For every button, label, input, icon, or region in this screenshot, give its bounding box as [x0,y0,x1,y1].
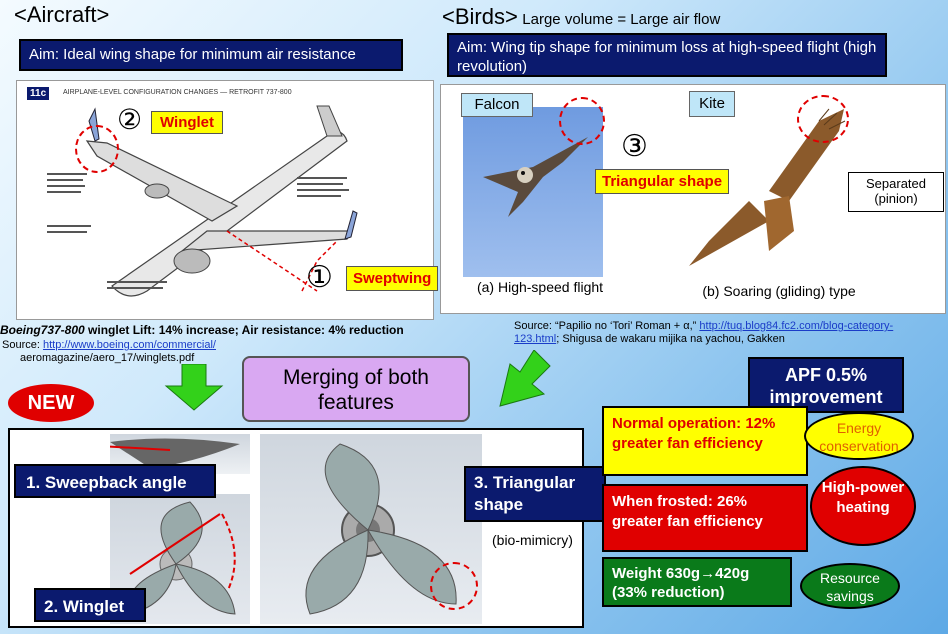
weight-box: Weight 630g→420g (33% reduction) [602,557,792,607]
falcon-tab: Falcon [461,93,533,117]
fan-tip-circle [430,562,478,610]
fan-label-triangular: 3. Triangular shape [464,466,606,522]
fan-label-sweepback: 1. Sweepback angle [14,464,216,498]
kite-caption: (b) Soaring (gliding) type [681,283,877,299]
birds-source-rest: ; Shigusa de wakaru mijika na yachou, Ga… [556,333,785,345]
aircraft-stats: winglet Lift: 14% increase; Air resistan… [84,323,404,337]
figure-title: AIRPLANE-LEVEL CONFIGURATION CHANGES — R… [63,89,292,96]
sweptwing-label: Sweptwing [346,266,439,291]
winglet-number: ② [117,104,143,135]
aircraft-source-link[interactable]: http://www.boeing.com/commercial/ [42,339,216,351]
falcon-illustration [483,137,588,217]
birds-subheading: Large volume = Large air flow [522,11,721,28]
birds-source: Source: “Papilio no ‘Tori’ Roman + α,” h… [514,320,914,346]
biomimicry-label: (bio-mimicry) [492,532,573,548]
triangular-number: ③ [621,130,648,163]
fan-blade-top [99,438,240,468]
aircraft-source-line2: aeromagazine/aero_17/winglets.pdf [20,352,195,364]
sweptwing-number: ① [306,261,333,294]
aircraft-source-prefix: Source: [2,339,43,351]
birds-heading: <Birds> [442,4,518,29]
triangular-label: Triangular shape [595,169,730,194]
aircraft-model: Boeing737-800 [0,323,85,337]
right-down-arrow [499,350,551,407]
fan-panel: 1. Sweepback angle 2. Winglet 3. Triangu… [8,428,606,628]
winglet-label: Winglet [151,111,224,134]
winglet-highlight-circle [75,125,119,173]
fan-large-illustration [305,443,457,615]
apf-box: APF 0.5% improvement [748,357,904,413]
separated-label: Separated (pinion) [848,172,944,212]
airplane-figure: 11c AIRPLANE-LEVEL CONFIGURATION CHANGES… [16,80,434,320]
aircraft-heading: <Aircraft> [14,2,110,27]
aircraft-aim-box: Aim: Ideal wing shape for minimum air re… [19,39,403,71]
falcon-wingtip-circle [559,97,605,145]
fan-label-winglet: 2. Winglet [34,588,146,622]
aircraft-caption: Boeing737-800 winglet Lift: 14% increase… [0,323,404,337]
left-down-arrow [164,364,224,411]
normal-operation-box: Normal operation: 12% greater fan effici… [602,406,808,476]
aircraft-source: Source: http://www.boeing.com/commercial… [2,339,216,351]
birds-aim-box: Aim: Wing tip shape for minimum loss at … [447,33,887,77]
birds-source-link[interactable]: http://tuq.blog84.fc2.com/blog-category-… [514,320,894,345]
figure-badge: 11c [27,87,50,100]
kite-tab: Kite [689,91,735,117]
birds-source-prefix: Source: “Papilio no ‘Tori’ Roman + α,” [514,320,700,332]
falcon-caption: (a) High-speed flight [463,279,617,295]
merge-box: Merging of both features [242,356,470,422]
resource-badge: Resource savings [800,563,900,609]
energy-badge: Energy conservation [804,412,914,460]
kite-wingtip-circle [797,95,849,143]
birds-heading-row: <Birds> Large volume = Large air flow [442,4,720,30]
heating-badge: High-power heating [810,466,916,546]
new-badge: NEW [8,384,94,422]
frosted-box: When frosted: 26% greater fan efficiency [602,484,808,552]
